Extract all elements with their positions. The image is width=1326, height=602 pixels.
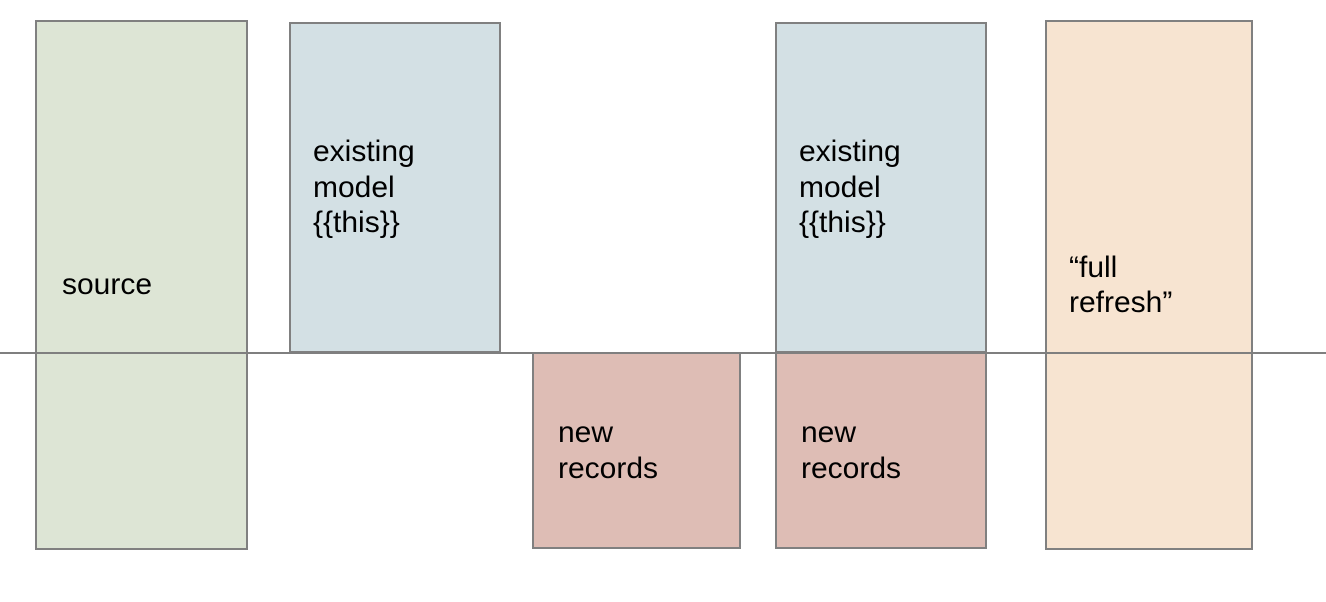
box-source-label: source bbox=[62, 268, 153, 302]
box-existing-model-2-label: existing model {{this}} bbox=[799, 135, 901, 240]
box-new-records-1[interactable]: new records bbox=[532, 352, 741, 549]
box-existing-model-1[interactable]: existing model {{this}} bbox=[289, 22, 501, 353]
box-existing-model-1-label: existing model {{this}} bbox=[313, 135, 415, 240]
box-existing-model-2[interactable]: existing model {{this}} bbox=[775, 22, 987, 353]
box-new-records-1-label: new records bbox=[558, 416, 659, 485]
box-new-records-2-label: new records bbox=[801, 416, 902, 485]
box-full-refresh[interactable]: “full refresh” bbox=[1045, 20, 1253, 550]
box-source[interactable]: source bbox=[35, 20, 248, 550]
box-full-refresh-label: “full refresh” bbox=[1069, 250, 1173, 319]
box-new-records-2[interactable]: new records bbox=[775, 352, 987, 549]
horizontal-divider-line bbox=[0, 352, 1326, 354]
